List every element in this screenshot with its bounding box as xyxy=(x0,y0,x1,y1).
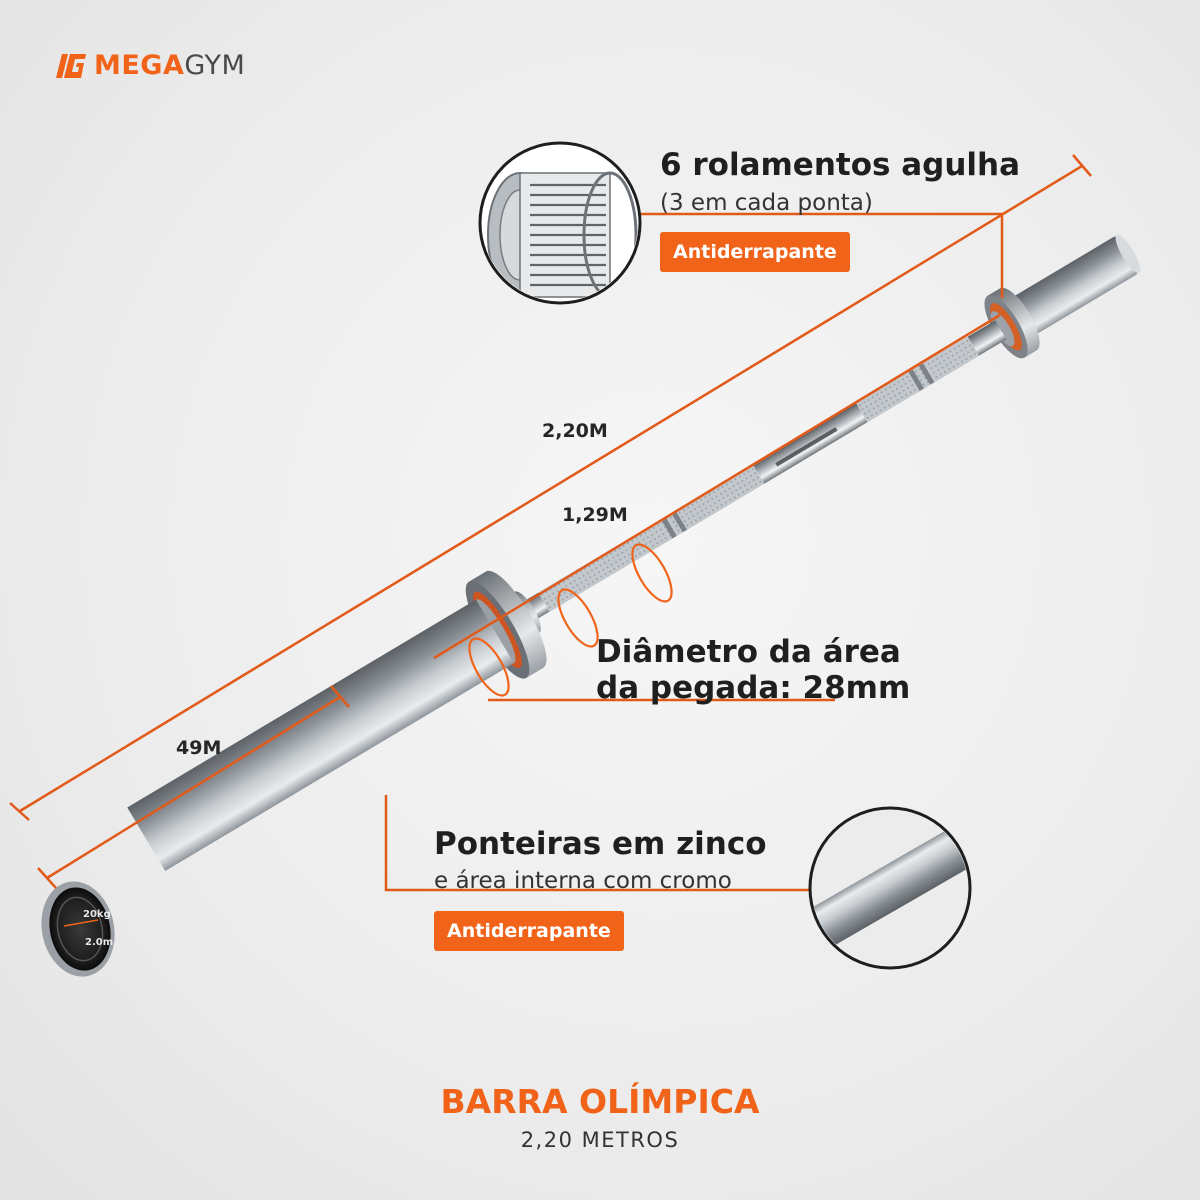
right-sleeve xyxy=(1009,236,1138,336)
grip-diameter-marks xyxy=(468,543,673,697)
end-cap-weight: 20kg xyxy=(83,909,111,920)
dimension-lines xyxy=(9,154,1092,889)
bearing-inset xyxy=(478,141,642,305)
grip-length-line xyxy=(433,313,1001,660)
total-length-line xyxy=(19,164,1083,813)
sleeves-title: Ponteiras em zinco xyxy=(434,826,767,862)
brand-logo: MEGA GYM xyxy=(52,50,245,81)
logo-mega-text: MEGA xyxy=(94,50,185,81)
knurl-left xyxy=(538,464,765,612)
grip-length-label: 1,29M xyxy=(562,504,628,526)
left-sleeve xyxy=(127,599,514,872)
sleeve-length-label: 49M xyxy=(176,737,222,759)
grip-diameter-line2: da pegada: 28mm xyxy=(596,670,911,706)
sleeves-subtitle: e área interna com cromo xyxy=(434,868,732,894)
sleeve-inset xyxy=(808,806,972,970)
total-length-label: 2,20M xyxy=(542,420,608,442)
grip-diameter-line1: Diâmetro da área xyxy=(596,634,901,670)
sleeves-badge: Antiderrapante xyxy=(434,911,624,951)
bearings-title: 6 rolamentos agulha xyxy=(660,147,1021,183)
sleeve-length-line xyxy=(46,695,341,880)
megagym-logo-icon xyxy=(56,53,86,78)
product-subtitle: 2,20 METROS xyxy=(520,1128,680,1152)
end-cap-length: 2.0m xyxy=(85,937,113,948)
product-title: BARRA OLÍMPICA xyxy=(440,1082,760,1121)
callout-lines xyxy=(384,212,1004,892)
end-cap: 20kg 2.0m xyxy=(41,881,115,977)
bearings-subtitle: (3 em cada ponta) xyxy=(660,190,873,216)
logo-gym-text: GYM xyxy=(184,50,246,81)
bearings-badge: Antiderrapante xyxy=(660,232,850,272)
